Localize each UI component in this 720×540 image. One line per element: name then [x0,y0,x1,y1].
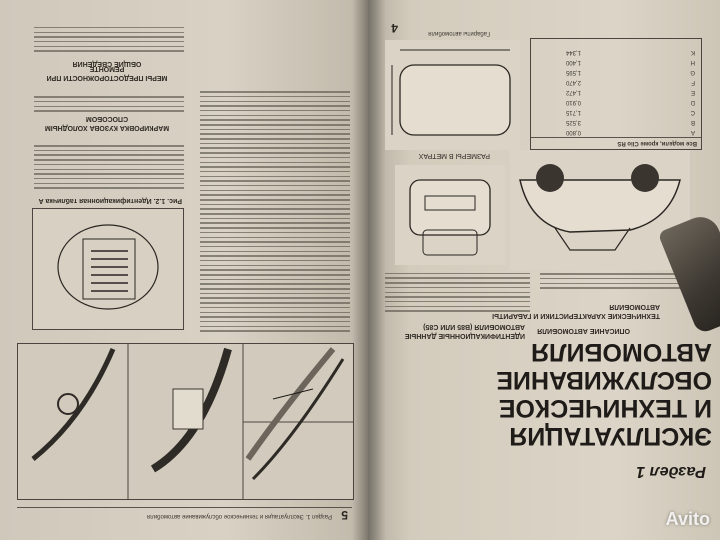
right-page-number: 4 [391,21,398,35]
table-cell: K [690,49,695,55]
car-top-outline [391,49,511,136]
table-rule [531,137,701,138]
dims-label: РАЗМЕРЫ В МЕТРАХ [418,152,490,159]
car-front-outline [409,179,491,256]
table-cell: C [690,109,695,115]
table-cell: D [690,99,695,105]
table-cell: G [690,69,695,75]
ident-plate-figure [32,208,184,330]
car-body-photos [18,344,353,499]
car-front-drawing [395,165,505,265]
right-page-content: Раздел 1 ЭКСПЛУАТАЦИЯ И ТЕХНИЧЕСКОЕ ОБСЛ… [368,0,720,540]
car-top-drawing [385,40,520,150]
table-cell: F [691,79,695,85]
car-side-drawings [510,150,690,270]
table-cell: 1,472 [565,89,581,95]
table-header: Все модели, кроме Clio RS [617,140,697,146]
section-title: ЭКСПЛУАТАЦИЯ И ТЕХНИЧЕСКОЕ ОБСЛУЖИВАНИЕ … [496,338,712,450]
book-gutter-shadow [352,0,386,540]
heading-marking: МАРКИРОВКА КУЗОВА ХОЛОДНЫМ СПОСОБОМ [44,115,170,131]
left-header-rule [17,507,352,508]
left-text-col-2 [34,142,184,192]
figure-caption: Рис. 1.2. Идентификационная табличка A [38,197,182,204]
table-cell: A [690,129,695,135]
left-running-head: Раздел 1. Эксплуатация и техническое обс… [146,513,332,519]
avito-watermark: Avito [665,509,710,529]
title-line-2: И ТЕХНИЧЕСКОЕ [498,394,712,422]
left-text-col-1 [200,88,350,335]
heading-general: ОБЩИЕ СВЕДЕНИЯ [72,60,142,67]
table-cell: E [690,89,695,95]
section-tag: Раздел 1 [636,463,706,480]
left-page-content: 5 Раздел 1. Эксплуатация и техническое о… [17,24,354,522]
title-line-3: ОБСЛУЖИВАНИЕ [496,366,712,394]
car-outline-drawing [519,164,681,251]
left-text-col-3 [34,93,184,115]
heading-description: ОПИСАНИЕ АВТОМОБИЛЯ [537,327,630,334]
table-cell: 2,470 [565,79,581,85]
table-cell: 1,400 [565,59,581,65]
title-line-4: АВТОМОБИЛЯ [531,338,712,366]
left-photos-strip [17,343,354,500]
table-cell: 1,344 [565,49,581,55]
title-line-1: ЭКСПЛУАТАЦИЯ [509,422,712,450]
right-text-col-2 [385,270,530,315]
left-page-number: 5 [341,508,348,522]
heading-ident: ИДЕНТИФИКАЦИОННЫЕ ДАННЫЕ АВТОМОБИЛЯ (В85… [404,323,525,339]
table-cell: 0,910 [565,99,581,105]
table-cell: H [690,59,695,65]
table-cell: 0,800 [565,129,581,135]
table-cell: 1,715 [565,109,581,115]
table-cell: 3,525 [565,119,581,125]
table-cell: 1,595 [565,69,581,75]
dimensions-table: Все модели, кроме Clio RS 0,800 3,525 1,… [530,38,702,150]
left-text-col-4 [34,24,184,55]
ident-plate-drawing [57,224,159,310]
table-cell: B [690,119,695,125]
dims-caption: Габариты автомобиля [428,30,490,36]
